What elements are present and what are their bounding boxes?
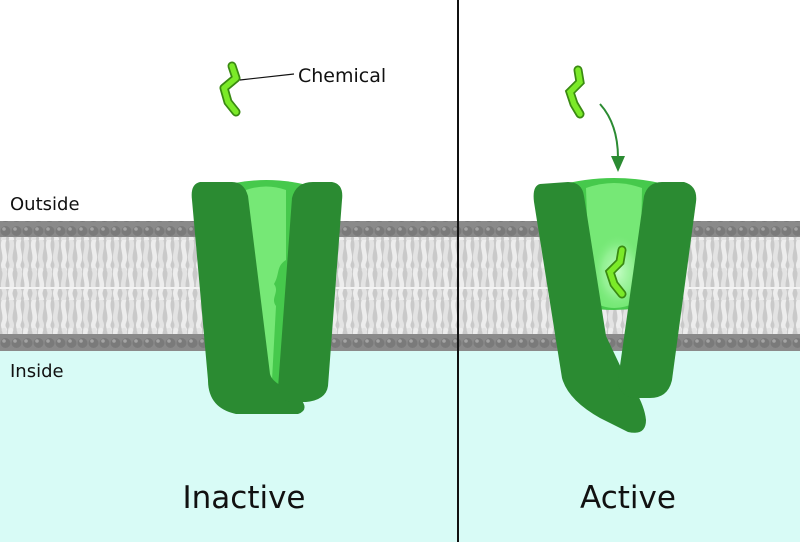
active-state-label: Active [580,480,676,516]
chemical-label: Chemical [298,65,386,87]
chemical-molecule-bound [604,245,627,299]
chemical-molecule-free [219,61,241,117]
binding-arrow [599,103,625,172]
membrane-inner-heads [0,334,800,351]
inactive-channel-right-subunit [278,182,343,402]
inside-label: Inside [10,361,64,382]
active-channel [533,178,697,433]
inactive-channel-pore [246,186,286,380]
active-channel-left-subunit [533,182,646,433]
inactive-state-label: Inactive [182,480,305,516]
inactive-channel-left-subunit [191,182,305,414]
chemical-molecule-approaching [564,65,585,119]
chemical-leader-line [239,73,295,81]
active-channel-right-subunit [618,182,697,398]
cytoplasm [0,350,800,542]
outside-label: Outside [10,194,80,215]
inactive-channel [191,180,343,414]
